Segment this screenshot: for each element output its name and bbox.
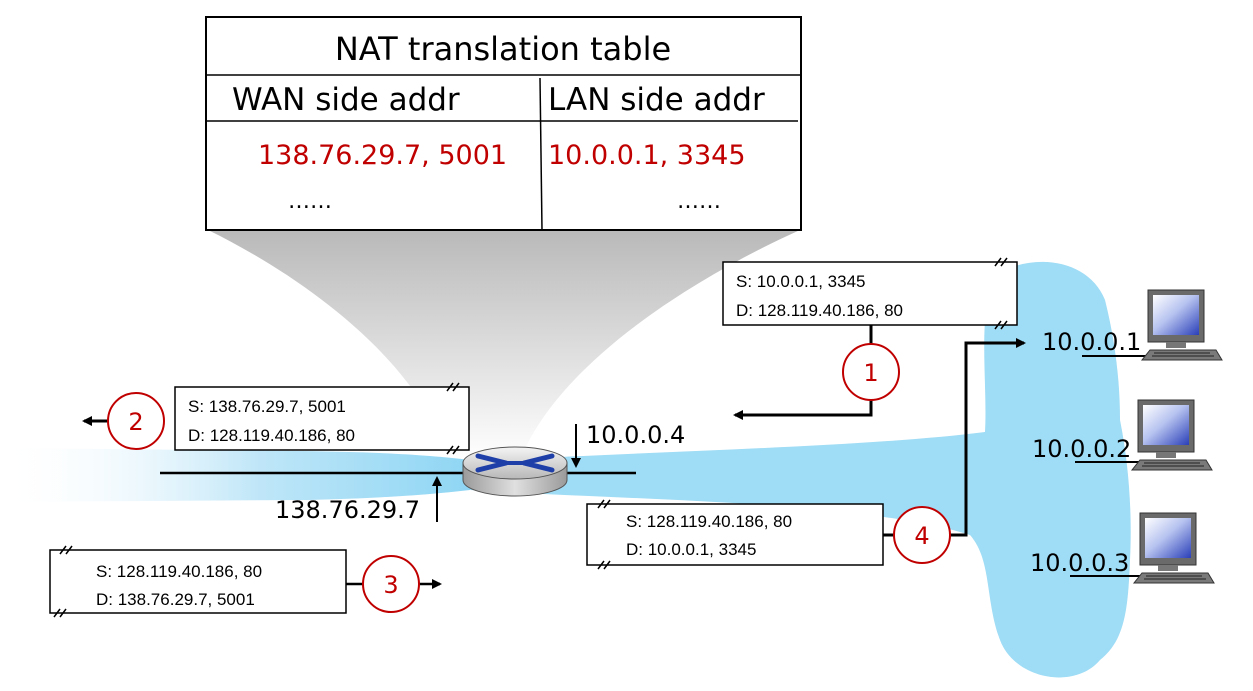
step-2-marker: 2 [107,392,165,450]
packet-3-source: S: 128.119.40.186, 80 [96,562,262,581]
computer-icon [1130,399,1213,471]
packet-1-source: S: 10.0.0.1, 3345 [736,272,866,291]
router-lan-address: 10.0.0.4 [586,421,685,449]
table-header-lan: LAN side addr [548,82,765,118]
packet-2: S: 138.76.29.7, 5001 D: 128.119.40.186, … [174,382,470,455]
packet-4-destination: D: 10.0.0.1, 3345 [626,540,756,559]
table-entry-lan: 10.0.0.1, 3345 [548,140,746,171]
packet-2-destination: D: 128.119.40.186, 80 [188,426,355,445]
step-1-marker: 1 [842,343,900,401]
packet-3-destination: D: 138.76.29.7, 5001 [96,590,255,609]
packet-1-destination: D: 128.119.40.186, 80 [736,301,903,320]
router-icon [462,446,568,497]
host-3-address: 10.0.0.3 [1030,549,1129,577]
table-more-wan: …… [288,189,332,214]
step-4-marker: 4 [893,506,951,564]
computer-icon [1140,289,1223,361]
svg-text:4: 4 [914,522,929,550]
table-more-lan: …… [677,189,721,214]
packet-1: S: 10.0.0.1, 3345 D: 128.119.40.186, 80 [722,257,1018,330]
router-wan-address: 138.76.29.7 [275,496,420,524]
host-2: 10.0.0.2 [1032,399,1213,471]
svg-text:1: 1 [863,359,878,387]
host-1: 10.0.0.1 [1042,289,1223,361]
host-3: 10.0.0.3 [1030,512,1215,584]
table-entry-wan: 138.76.29.7, 5001 [258,140,507,171]
host-1-address: 10.0.0.1 [1042,328,1141,356]
packet-4-source: S: 128.119.40.186, 80 [626,512,792,531]
host-2-address: 10.0.0.2 [1032,435,1131,463]
packet-4: S: 128.119.40.186, 80 D: 10.0.0.1, 3345 [586,499,884,570]
svg-text:2: 2 [128,408,143,436]
lan-network-cloud [470,261,1131,678]
packet-2-source: S: 138.76.29.7, 5001 [188,397,346,416]
wan-network-glow [0,448,470,502]
table-title: NAT translation table [335,30,671,68]
table-header-wan: WAN side addr [232,82,460,118]
table-funnel [208,230,800,460]
step-3-marker: 3 [362,555,420,613]
computer-icon [1132,512,1215,584]
svg-text:3: 3 [383,571,398,599]
packet-3: S: 128.119.40.186, 80 D: 138.76.29.7, 50… [49,545,347,618]
nat-translation-table: NAT translation table WAN side addr LAN … [205,16,802,231]
